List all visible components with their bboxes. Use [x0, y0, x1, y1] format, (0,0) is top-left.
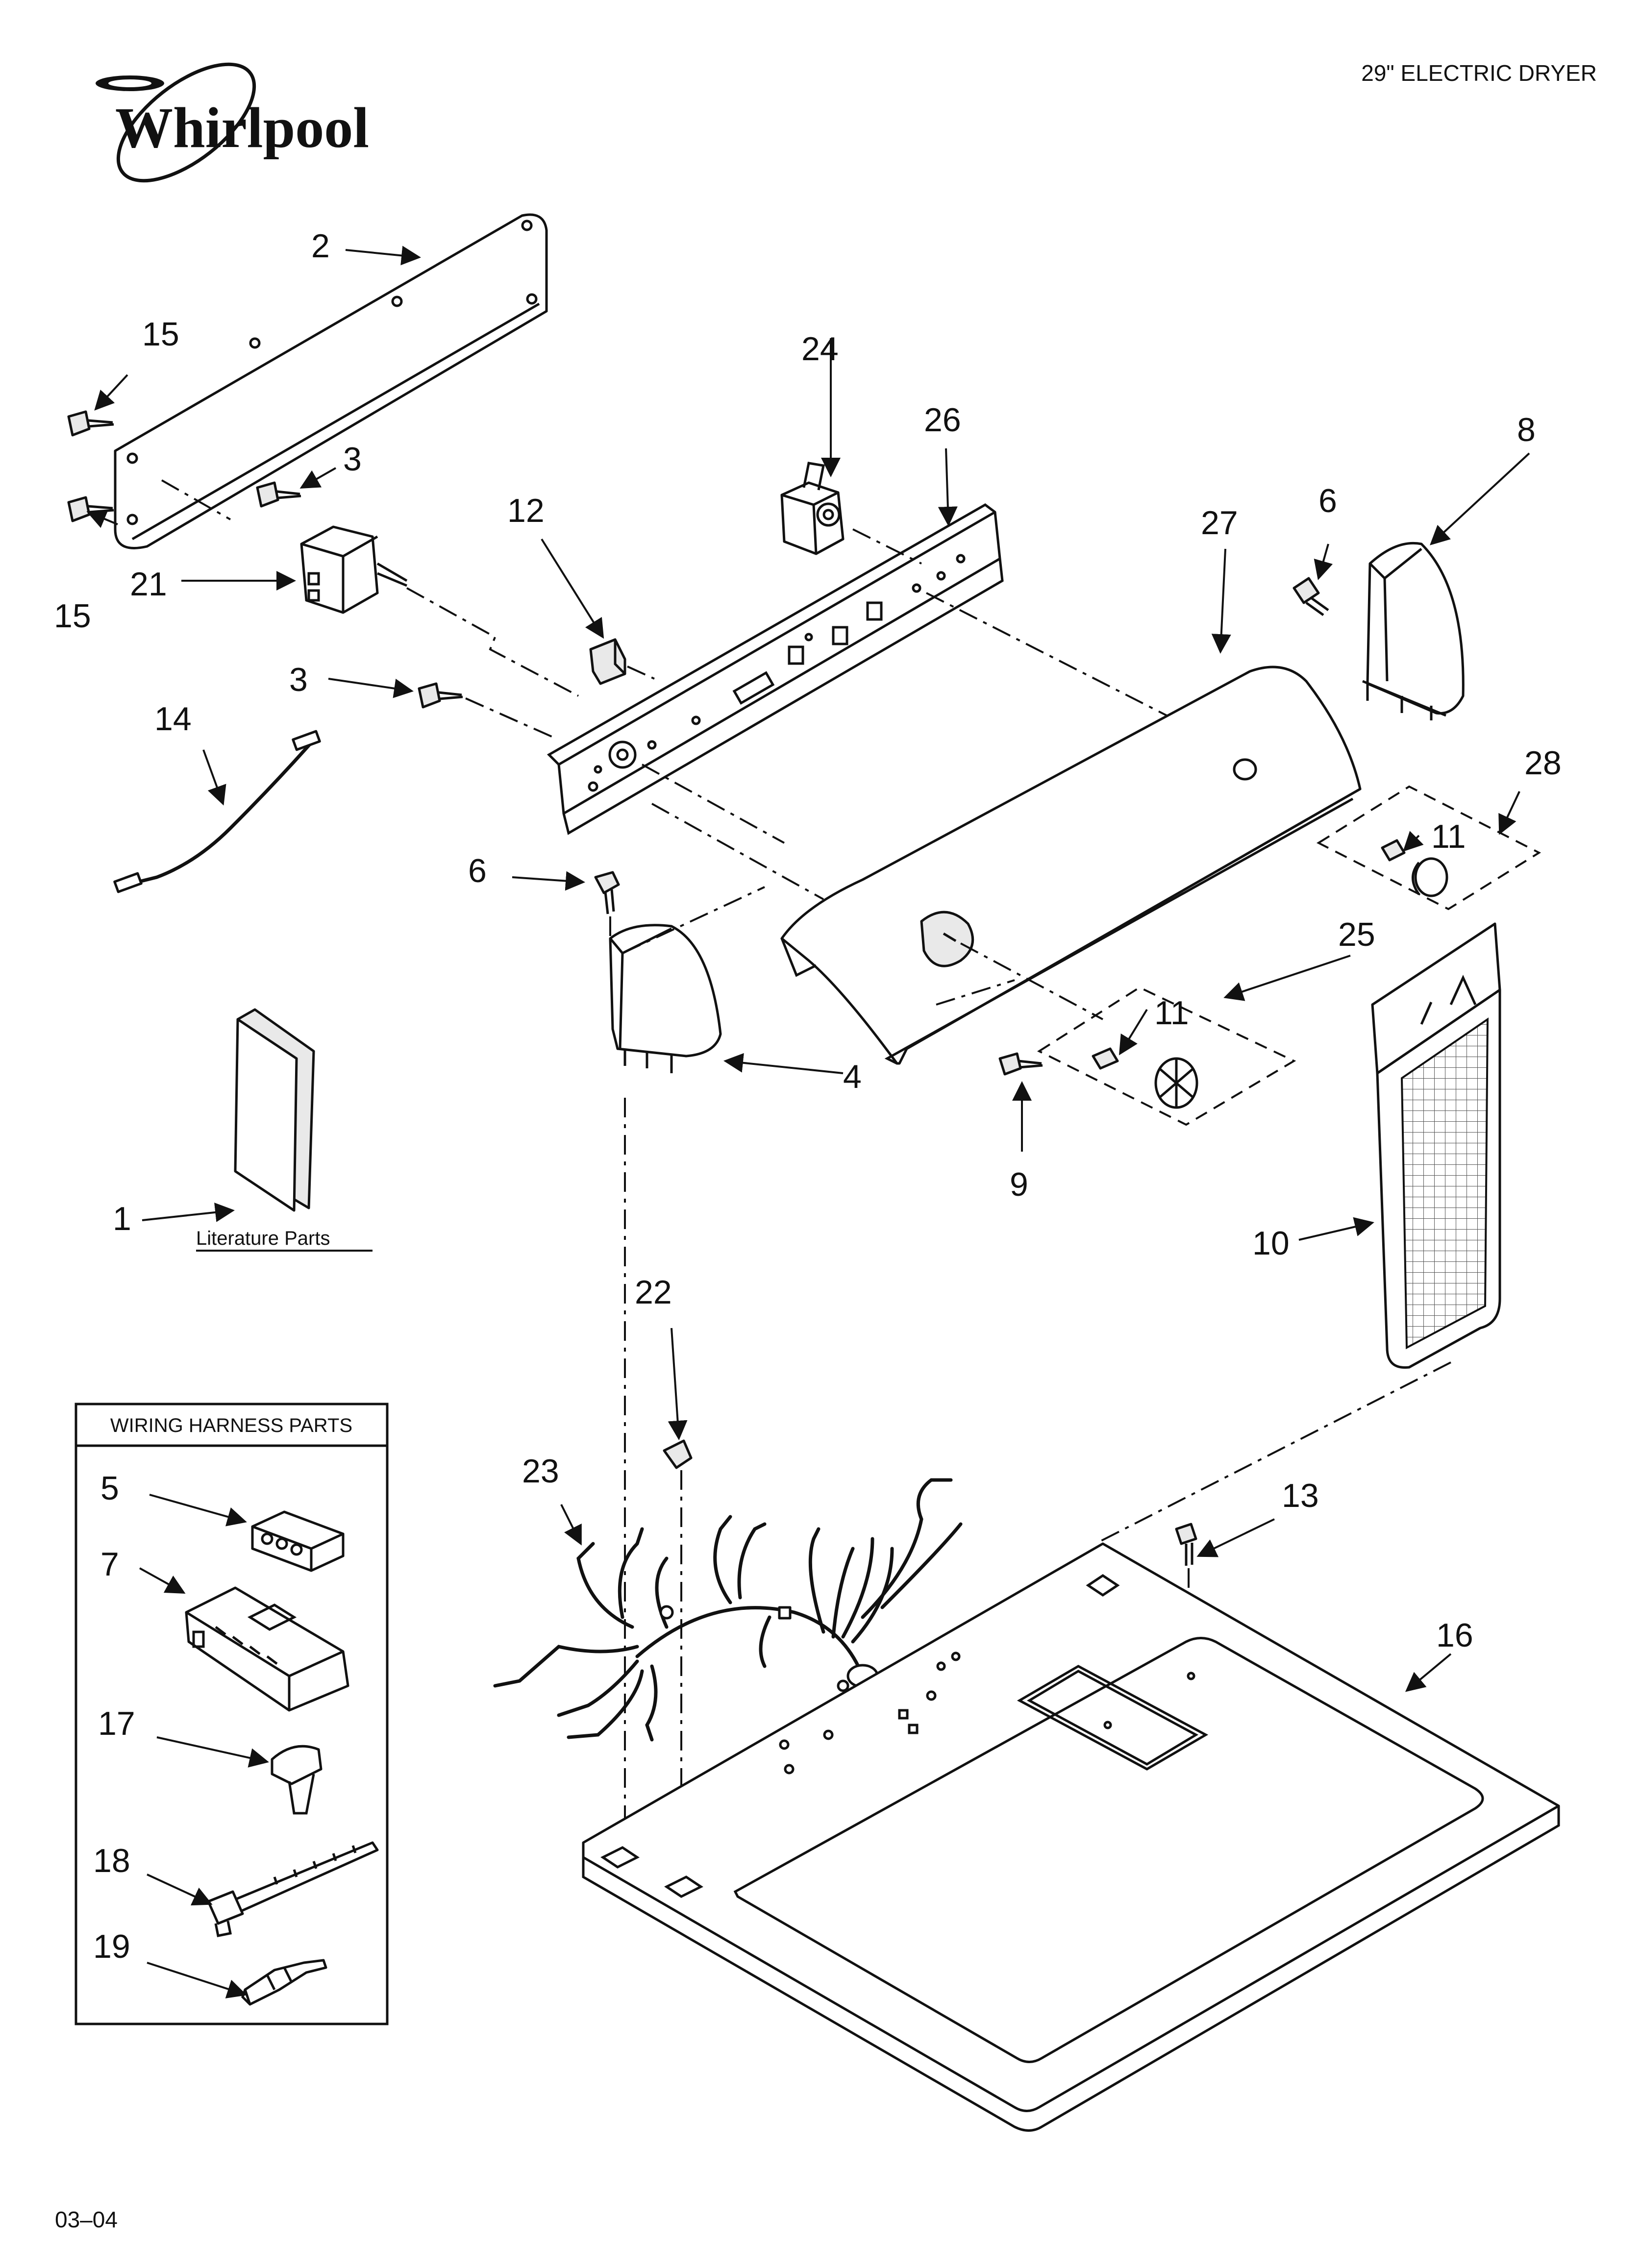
callout-17: 17 [98, 1705, 135, 1742]
literature-parts-label: Literature Parts [196, 1228, 330, 1249]
wiring-harness-box [75, 1403, 389, 2025]
callout-21: 21 [130, 566, 167, 603]
callout-23: 23 [522, 1453, 559, 1490]
part-16-top-panel [582, 1542, 1560, 2132]
callout-11-right: 11 [1431, 818, 1466, 855]
callout-26: 26 [924, 401, 961, 439]
callout-25: 25 [1338, 916, 1375, 953]
brand-wordmark: Whirlpool [115, 96, 369, 160]
part-7-connector-block [185, 1586, 349, 1712]
part-3-screw-upper [256, 481, 301, 508]
callout-1: 1 [113, 1200, 131, 1237]
callout-5: 5 [100, 1470, 119, 1507]
part-28-knob-group [1316, 785, 1542, 911]
part-2-rear-panel [114, 213, 548, 549]
callout-19: 19 [93, 1928, 130, 1965]
model-title: 29" ELECTRIC DRYER [1361, 60, 1597, 86]
callout-6-left: 6 [468, 852, 487, 889]
part-3-screw-lower [418, 682, 554, 739]
part-4-end-cap-left [609, 886, 765, 1073]
footer-code: 03–04 [55, 2207, 118, 2232]
callout-7: 7 [100, 1546, 119, 1583]
callout-13: 13 [1282, 1477, 1319, 1514]
part-14-wire-lead [113, 730, 321, 893]
part-12-clip [589, 638, 655, 685]
callout-15-upper: 15 [142, 316, 179, 353]
part-21-timer [300, 525, 579, 697]
part-6-screw-right [1293, 577, 1329, 616]
callout-6-right: 6 [1318, 482, 1337, 519]
callout-16: 16 [1436, 1617, 1473, 1654]
part-27-control-console [780, 666, 1362, 1065]
callout-28: 28 [1524, 744, 1562, 782]
part-18-cable-tie [207, 1841, 379, 1937]
part-1-literature [234, 1008, 315, 1212]
part-6-screw-left [594, 871, 620, 941]
part-24-switch [780, 462, 922, 565]
callout-22: 22 [635, 1274, 672, 1311]
part-15-screw-lower [67, 496, 114, 522]
callout-2: 2 [311, 227, 330, 265]
callout-8: 8 [1517, 411, 1536, 448]
callout-4: 4 [843, 1058, 862, 1095]
part-8-end-cap-right [1362, 542, 1465, 720]
callout-18: 18 [93, 1842, 130, 1879]
part-19-terminal [241, 1959, 327, 2006]
callout-10: 10 [1252, 1225, 1290, 1262]
callout-3-lower: 3 [289, 661, 308, 698]
part-22-clip [624, 1098, 693, 1862]
callout-14: 14 [154, 700, 192, 738]
part-26-console-bracket [547, 503, 1177, 900]
wiring-harness-heading: WIRING HARNESS PARTS [110, 1415, 352, 1436]
part-5-connector [251, 1510, 345, 1572]
callout-15-lower: 15 [54, 597, 91, 635]
part-15-screw-upper [67, 410, 114, 437]
part-10-lint-screen [1095, 922, 1501, 1545]
whirlpool-logo: Whirlpool [96, 62, 369, 183]
callout-12: 12 [507, 492, 545, 529]
callout-27: 27 [1201, 504, 1238, 542]
part-23-wiring-harness [493, 1478, 963, 1742]
part-25-knob-group [1037, 986, 1296, 1126]
callout-9: 9 [1010, 1166, 1028, 1203]
callout-11-lower: 11 [1154, 994, 1189, 1032]
part-17-clip [271, 1745, 323, 1815]
callout-3-upper: 3 [343, 441, 362, 478]
part-9-screw [998, 1052, 1043, 1076]
callout-24: 24 [801, 330, 839, 368]
